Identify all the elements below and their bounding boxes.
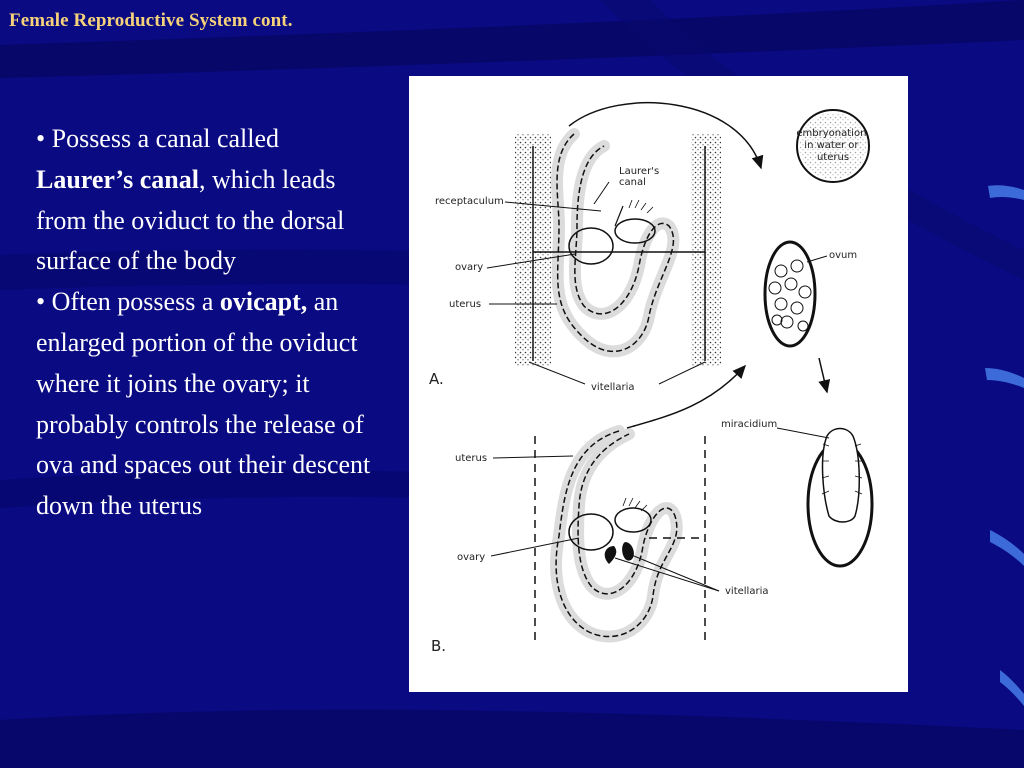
label-laurers-canal-line1: Laurer's <box>619 166 659 177</box>
embryonation-circle: embryonation in water or uterus <box>796 109 870 183</box>
label-laurers-canal-line2: canal <box>619 177 646 188</box>
label-laurers-canal: Laurer's canal <box>619 166 662 188</box>
vitellaria-b-left <box>604 546 617 564</box>
bullet-laurers-canal: • Possess a canal called Laurer’s canal,… <box>36 119 376 282</box>
bullet-marker: • <box>36 287 46 317</box>
bullet-marker: • <box>36 124 46 153</box>
ovary-a <box>568 227 614 265</box>
panel-b-label: B. <box>431 637 446 655</box>
miracidium-drawing <box>776 427 874 568</box>
ovum-drawing <box>763 240 828 348</box>
receptaculum-shape <box>614 218 656 244</box>
bullet-list: • Possess a canal called Laurer’s canal,… <box>36 119 376 527</box>
bullet-term: ovicapt, <box>219 287 308 317</box>
ovary-b <box>568 513 614 551</box>
slide-title: Female Reproductive System cont. <box>9 10 293 31</box>
label-uterus-a: uterus <box>449 299 481 310</box>
bullet-text-post: an enlarged portion of the oviduct where… <box>36 287 371 521</box>
panel-b-diagram <box>490 364 747 646</box>
vitellaria-b-right <box>622 542 634 561</box>
figure-drawing: Laurer's canal receptaculum ovary uterus… <box>429 102 874 655</box>
bullet-text-pre: Possess a canal called <box>51 124 280 153</box>
embryonation-line3: uterus <box>817 152 849 163</box>
embryonation-line2: in water or <box>804 140 859 151</box>
panel-a-diagram <box>486 102 764 385</box>
vitellaria-right-a <box>691 134 721 366</box>
label-ovary-b: ovary <box>457 552 485 563</box>
label-ovum: ovum <box>829 250 857 261</box>
label-miracidium: miracidium <box>721 419 777 430</box>
label-ovary-a: ovary <box>455 262 483 273</box>
bullet-term: Laurer’s canal <box>36 164 199 194</box>
label-vitellaria-a: vitellaria <box>591 382 634 393</box>
panel-a-label: A. <box>429 370 444 388</box>
label-vitellaria-b: vitellaria <box>725 586 768 597</box>
bullet-text-pre: Often possess a <box>51 287 214 317</box>
bullet-text-post: , which leads from the oviduct to the do… <box>36 164 345 276</box>
svg-text:embryonation in water: embryonation in water or uterus <box>796 128 869 163</box>
reproductive-system-figure: Laurer's canal receptaculum ovary uterus… <box>409 76 908 692</box>
embryonation-line1: embryonation <box>796 128 866 139</box>
label-uterus-b: uterus <box>455 453 487 464</box>
bullet-ovicapt: • Often possess a ovicapt, an enlarged p… <box>36 282 376 527</box>
label-receptaculum: receptaculum <box>435 196 504 207</box>
